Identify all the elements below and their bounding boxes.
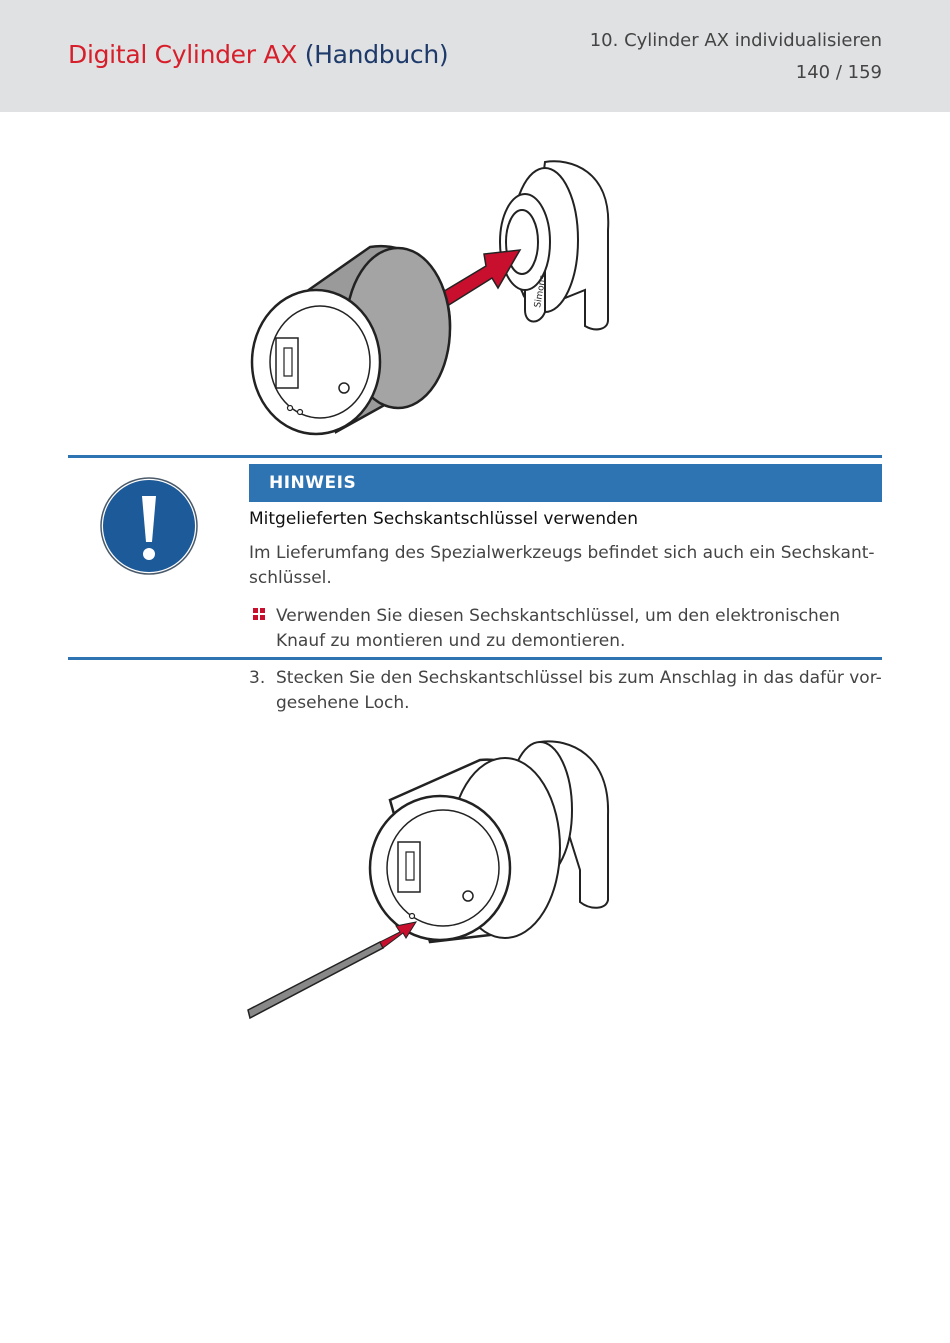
- page-header: Digital Cylinder AX (Handbuch) 10. Cylin…: [0, 0, 950, 112]
- notice-bullet-line: Verwenden Sie diesen Sechskantschlüssel,…: [276, 606, 841, 626]
- document-title: Digital Cylinder AX (Handbuch): [68, 40, 449, 69]
- document-title-product: Digital Cylinder AX: [68, 40, 298, 69]
- step-text-line: Stecken Sie den Sechskantschlüssel bis z…: [276, 668, 882, 688]
- lock-cylinder-illustration: [499, 160, 610, 331]
- step-text-line: gesehene Loch.: [276, 693, 410, 713]
- exclamation-circle-icon: [100, 477, 198, 575]
- notice-subtitle: Mitgelieferten Sechskantschlüssel verwen…: [249, 509, 639, 529]
- electronic-knob-illustration: [250, 244, 452, 436]
- step-number: 3.: [249, 668, 266, 688]
- notice-top-rule: [68, 455, 882, 458]
- notice-heading: HINWEIS: [249, 464, 882, 502]
- document-title-suffix: (Handbuch): [304, 40, 449, 69]
- notice-bottom-rule: [68, 657, 882, 660]
- notice-bullet-line: Knauf zu montieren und zu demontieren.: [276, 631, 626, 651]
- figure-knob-mounting: Simons: [250, 160, 610, 436]
- notice-body: Im Lieferumfang des Spezialwerkzeugs bef…: [249, 541, 879, 591]
- notice-body-line: Im Lieferumfang des Spezialwerkzeugs bef…: [249, 543, 875, 563]
- insertion-arrow-icon: [379, 921, 418, 949]
- page-number: 140 / 159: [795, 62, 882, 83]
- figure-hex-key-insertion: [247, 740, 610, 1020]
- red-squares-bullet-icon: [253, 608, 265, 620]
- notice-bullet: Verwenden Sie diesen Sechskantschlüssel,…: [249, 604, 879, 654]
- chapter-title: 10. Cylinder AX individualisieren: [589, 30, 882, 51]
- notice-body-line: schlüssel.: [249, 568, 332, 588]
- electronic-knob-illustration: [368, 757, 561, 944]
- mounting-arrow-icon: [434, 249, 522, 310]
- hex-key-icon: [247, 940, 384, 1020]
- instruction-step: 3. Stecken Sie den Sechskantschlüssel bi…: [249, 666, 882, 716]
